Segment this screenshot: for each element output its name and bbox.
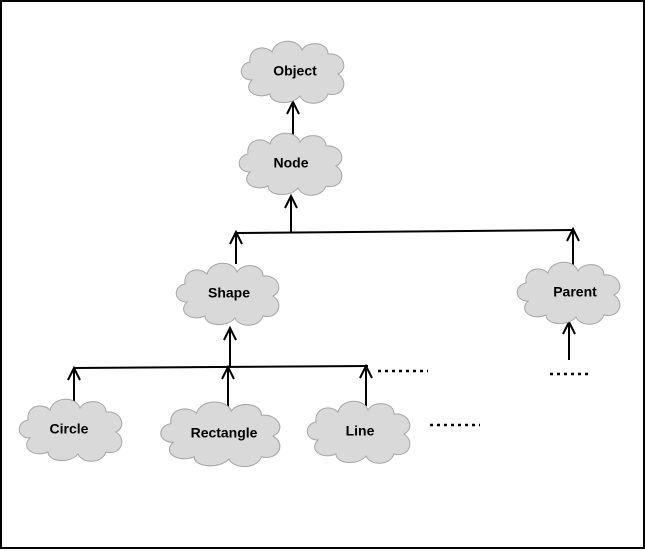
arrowhead-object <box>286 99 300 115</box>
arrowhead-shape-branch <box>229 229 243 245</box>
branch-shape <box>73 365 369 369</box>
label-rectangle: Rectangle <box>191 425 258 441</box>
cloud-circle <box>18 398 123 462</box>
arrowhead-circle <box>67 365 81 381</box>
node-node[interactable]: Node <box>238 132 343 196</box>
cloud-node <box>238 132 343 196</box>
label-line: Line <box>346 423 375 439</box>
label-parent: Parent <box>553 284 597 300</box>
node-rectangle[interactable]: Rectangle <box>160 401 281 468</box>
cloud-rectangle <box>160 401 281 468</box>
node-parent[interactable]: Parent <box>516 261 621 325</box>
cloud-object <box>240 40 345 104</box>
label-circle: Circle <box>50 421 89 437</box>
cloud-line <box>306 400 411 464</box>
continuations <box>378 369 592 427</box>
arrowhead-rectangle <box>221 364 235 380</box>
arrowhead-line <box>359 363 373 379</box>
edges <box>67 99 580 407</box>
arrowhead-parent-branch <box>566 226 580 242</box>
branch-node <box>235 229 574 234</box>
label-shape: Shape <box>208 285 250 301</box>
node-circle[interactable]: Circle <box>18 398 123 462</box>
cloud-shape <box>175 262 280 326</box>
node-shape[interactable]: Shape <box>175 262 280 326</box>
arrowhead-node <box>284 193 298 209</box>
arrowhead-shape <box>223 325 237 341</box>
node-line[interactable]: Line <box>306 400 411 464</box>
cloud-parent <box>516 261 621 325</box>
label-object: Object <box>273 63 317 79</box>
node-object[interactable]: Object <box>240 40 345 104</box>
label-node: Node <box>274 155 309 171</box>
